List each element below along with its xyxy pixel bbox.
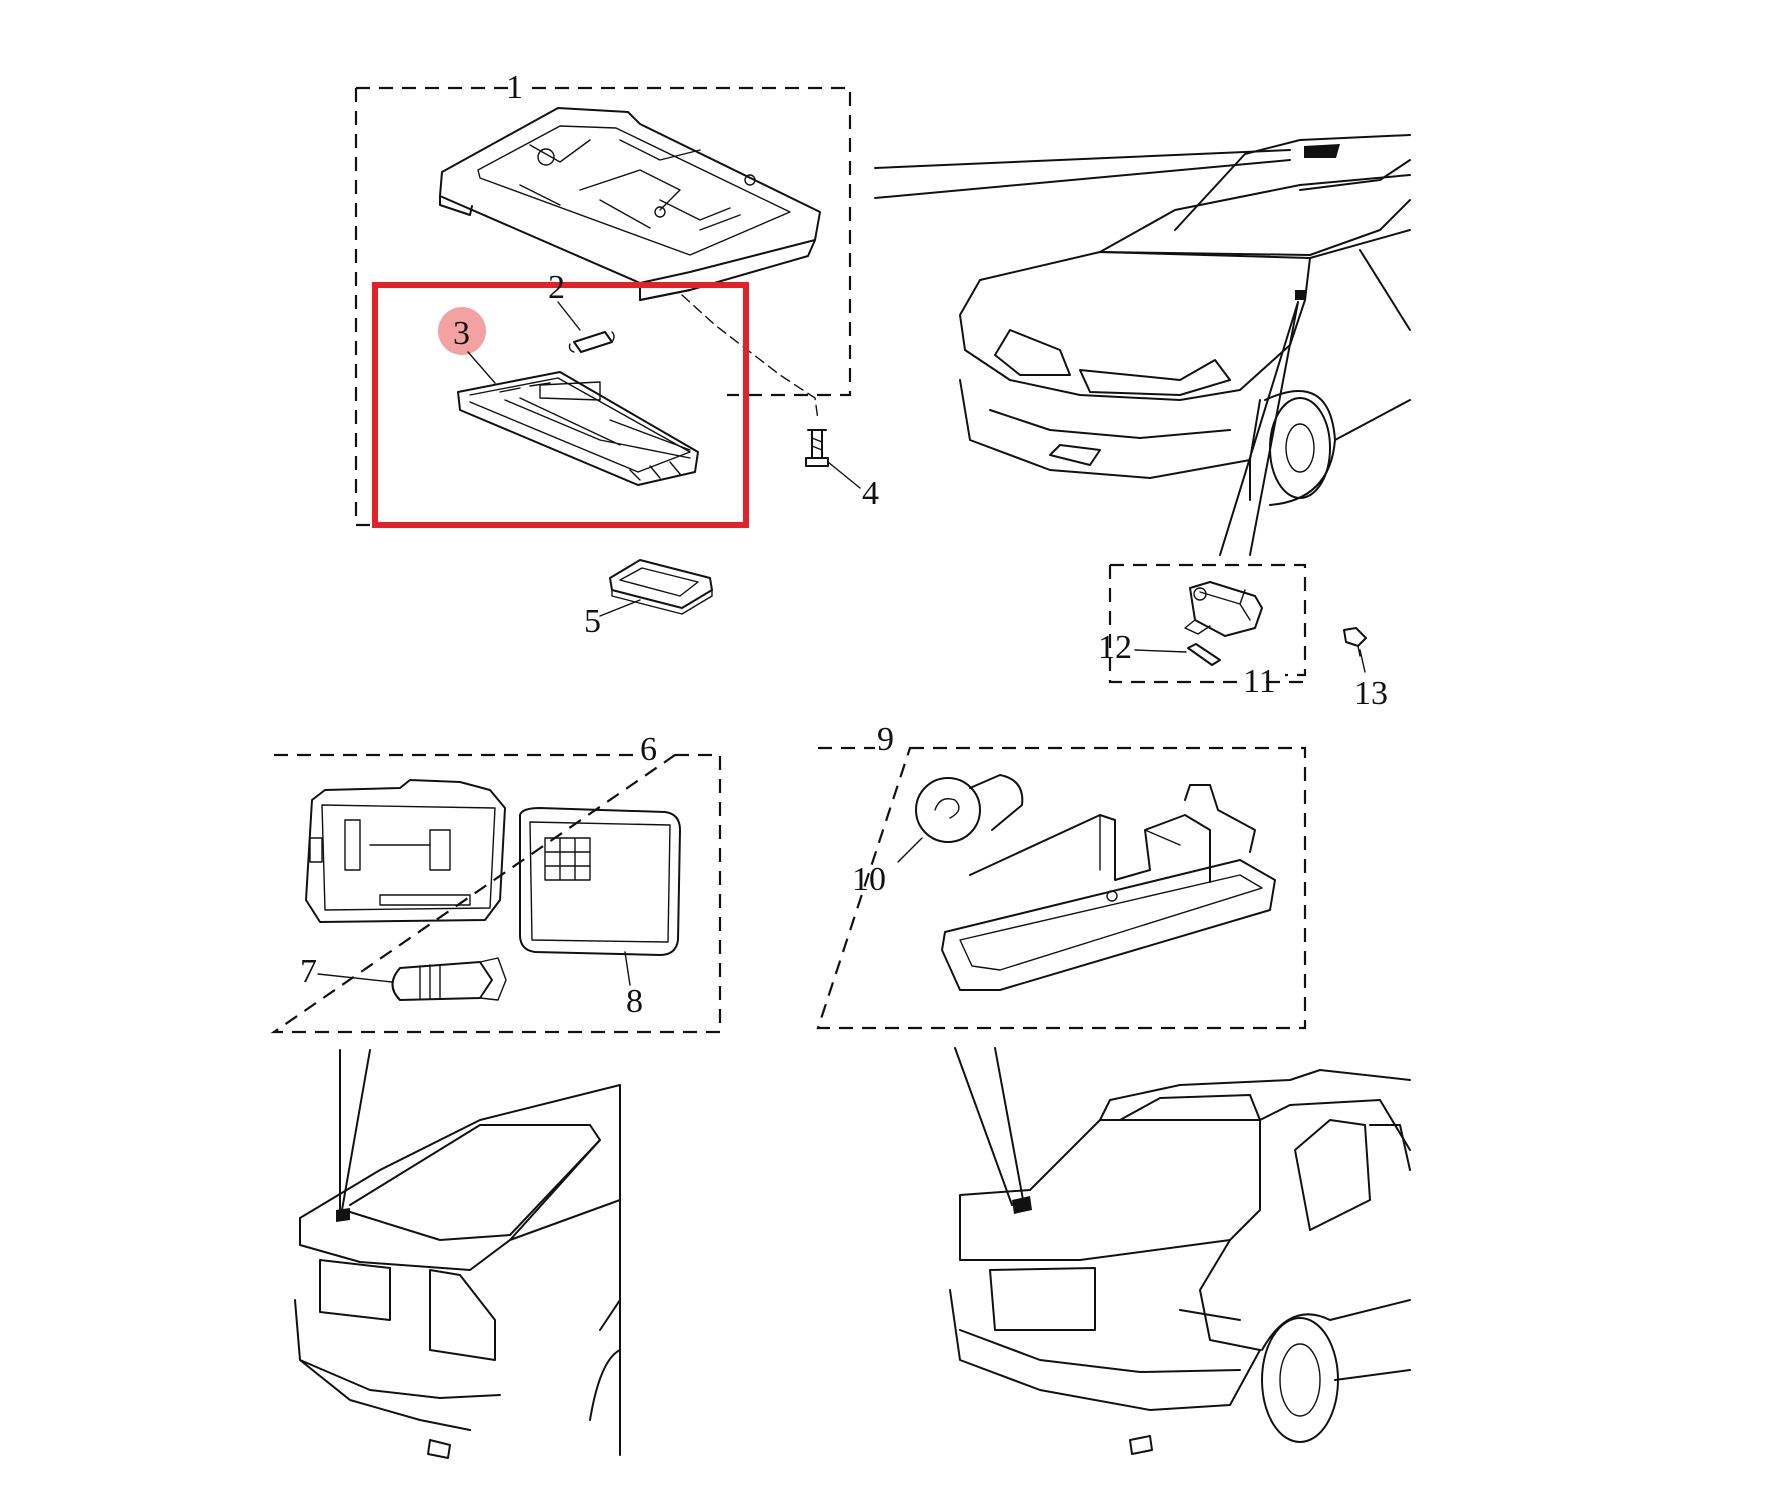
callout-6: 6 (640, 731, 657, 768)
callout-12: 12 (1098, 629, 1132, 666)
car-rear-hatchback-icon (294, 1049, 621, 1459)
callout-9: 9 (877, 721, 894, 758)
callout-4: 4 (862, 475, 879, 512)
lens-icon (609, 559, 713, 615)
highlight-marker (438, 307, 486, 355)
callout-10: 10 (852, 861, 886, 898)
callout-5: 5 (584, 603, 601, 640)
car-rear-saloon-icon (949, 1047, 1411, 1455)
callout-3: 3 (453, 315, 470, 352)
group-1-roof-lamp-assembly: 1 (354, 69, 852, 527)
switch-icon (1184, 581, 1263, 637)
callout-7: 7 (300, 953, 317, 990)
boot-lamp-icon (941, 784, 1276, 991)
screw-icon (1343, 627, 1367, 657)
bulb-icon (391, 957, 507, 1001)
group-11-switch-assembly: 12 11 (1098, 563, 1307, 700)
callout-8: 8 (626, 983, 643, 1020)
bulb-icon (568, 331, 615, 353)
boot-lamp-icon (305, 779, 506, 923)
lens-icon (519, 807, 681, 956)
lens-icon (457, 371, 699, 486)
callout-13: 13 (1354, 675, 1388, 712)
callout-2: 2 (548, 269, 565, 306)
group-9-boot-lamp-assembly: 9 10 (816, 721, 1307, 1030)
car-front-view-icon (874, 134, 1411, 556)
callout-1: 1 (506, 69, 523, 106)
callout-11: 11 (1243, 663, 1276, 700)
bulb-icon (915, 774, 1024, 843)
interior-light-housing-icon (439, 107, 821, 301)
group-6-boot-lamp-assembly: 6 8 7 (270, 731, 722, 1034)
screw-icon (805, 429, 829, 467)
bulb-icon (1187, 643, 1221, 666)
highlight-box-item-3: 3 (372, 282, 749, 528)
